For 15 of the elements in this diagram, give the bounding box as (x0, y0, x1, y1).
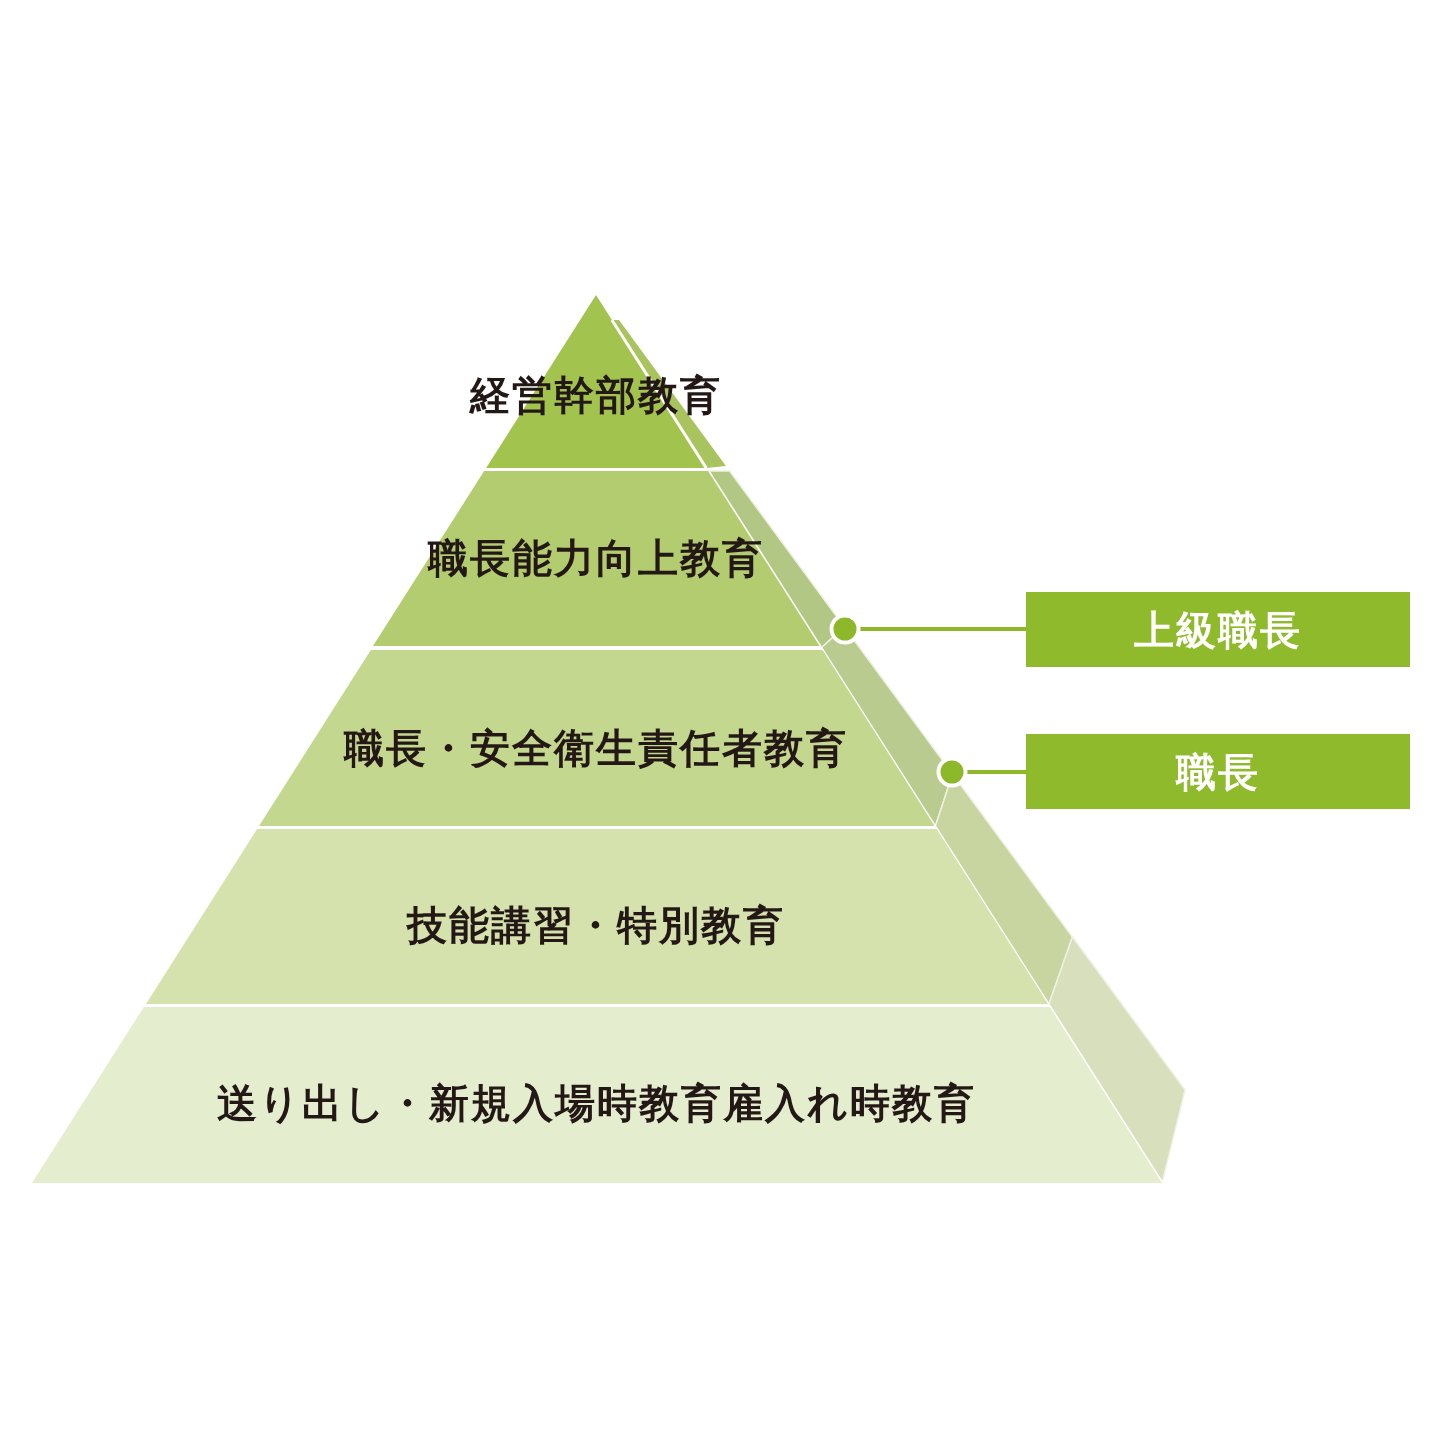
pyramid-layer (258, 650, 935, 826)
layer-label: 職長能力向上教育 (428, 535, 764, 582)
leader-line (966, 770, 1026, 774)
layer-label: 送り出し・新規入場時教育雇入れ時教育 (216, 1080, 976, 1127)
role-banner (1026, 734, 1410, 809)
role-label: 上級職長 (1134, 606, 1302, 654)
pyramid-layer (145, 829, 1048, 1004)
layer-label: 技能講習・特別教育 (407, 902, 785, 949)
role-banner (1026, 592, 1410, 667)
pyramid-layer (373, 471, 820, 646)
layer-label: 職長・安全衛生責任者教育 (344, 725, 848, 772)
dot-icon (829, 613, 861, 645)
leader-line (859, 627, 1026, 631)
role-label: 職長 (1176, 748, 1260, 796)
pyramid-layer (32, 1007, 1162, 1183)
